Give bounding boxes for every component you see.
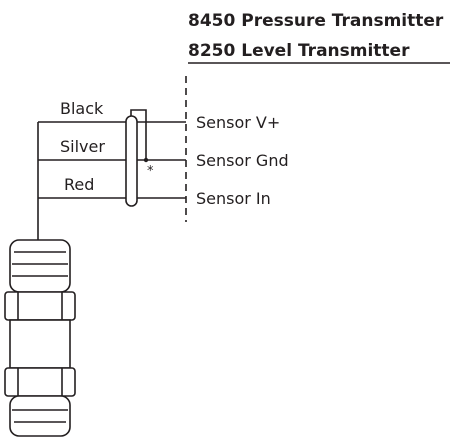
terminal-sensor-in: Sensor In <box>196 189 271 208</box>
shield-ground-node <box>143 157 149 163</box>
terminal-sensor-gnd: Sensor Gnd <box>196 151 289 170</box>
shield-asterisk-marker: * <box>147 164 154 179</box>
title-pressure-transmitter: 8450 Pressure Transmitter <box>188 11 444 31</box>
shield-drain-wire <box>130 109 147 160</box>
terminal-sensor-v-plus: Sensor V+ <box>196 113 280 132</box>
title-level-transmitter: 8250 Level Transmitter <box>188 41 410 61</box>
cable-shield-tube <box>125 115 138 207</box>
wire-label-black: Black <box>60 99 104 118</box>
wire-label-silver: Silver <box>60 137 105 156</box>
sensor-body-icon <box>4 239 76 437</box>
wire-label-red: Red <box>64 175 94 194</box>
